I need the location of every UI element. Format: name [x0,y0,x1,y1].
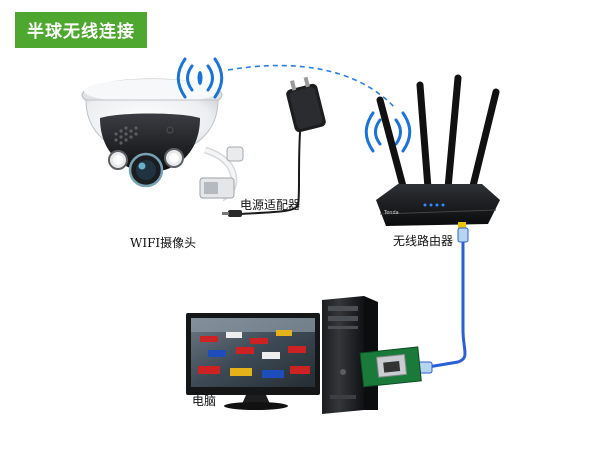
router-icon: Tenda [376,74,500,243]
monitor-icon [186,313,320,410]
router-brand-label: Tenda [383,210,399,216]
camera-label: WIFI摄像头 [130,236,197,250]
pc-tower-icon [322,296,422,414]
power-adapter-icon [222,76,326,217]
computer-label: 电脑 [192,394,217,408]
wifi-signal-icon [176,57,224,99]
adapter-label: 电源适配器 [240,198,301,212]
dome-camera-icon [81,78,244,202]
wifi-signal-icon [364,111,412,153]
router-label: 无线路由器 [393,234,454,248]
diagram-title: 半球无线连接 [15,12,147,48]
